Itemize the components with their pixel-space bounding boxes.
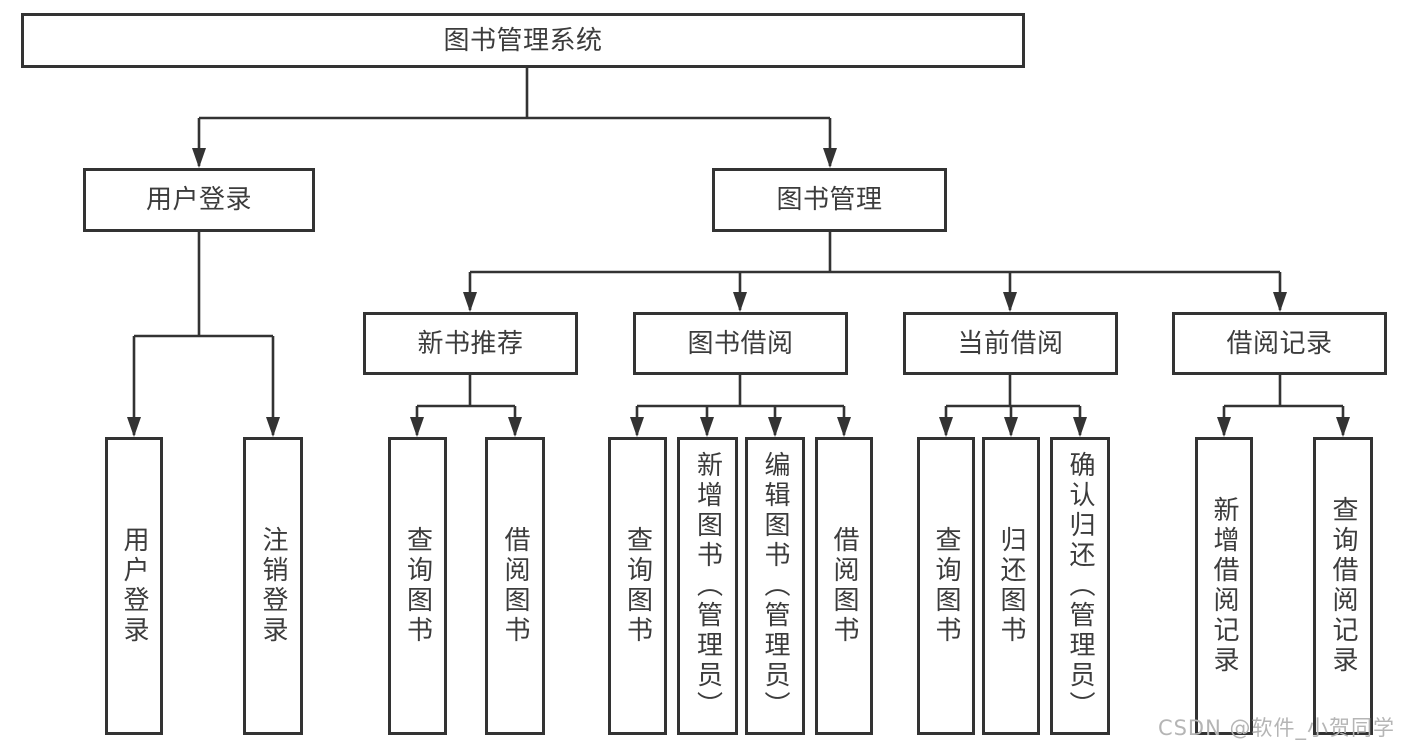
node-label: 编辑图书（管理员） xyxy=(760,451,790,721)
node-label: 查询图书 xyxy=(402,526,433,646)
arrow-down-icon xyxy=(266,417,280,437)
leaf-borrow-edit-book-admin: 编辑图书（管理员） xyxy=(745,437,805,735)
node-user-login: 用户登录 xyxy=(83,168,315,232)
leaf-borrow-query-book: 查询图书 xyxy=(608,437,667,735)
arrow-down-icon xyxy=(1073,417,1087,437)
node-new-book-recommendation: 新书推荐 xyxy=(363,312,578,375)
node-label: 查询借阅记录 xyxy=(1328,496,1358,676)
arrow-down-icon xyxy=(1273,292,1287,312)
leaf-current-query-book: 查询图书 xyxy=(917,437,975,735)
node-label: 用户登录 xyxy=(119,526,149,646)
node-book-management: 图书管理 xyxy=(712,168,947,232)
leaf-records-query-borrow-record: 查询借阅记录 xyxy=(1313,437,1373,735)
arrow-down-icon xyxy=(410,417,424,437)
connector-borrow-record-to-leaves xyxy=(1222,375,1345,435)
arrow-down-icon xyxy=(630,417,644,437)
arrow-down-icon xyxy=(733,292,747,312)
arrow-down-icon xyxy=(939,417,953,437)
node-label: 确认归还（管理员） xyxy=(1065,451,1095,721)
leaf-logout: 注销登录 xyxy=(243,437,303,735)
connector-new-book-to-leaves xyxy=(415,375,517,435)
node-label: 当前借阅 xyxy=(957,328,1064,359)
leaf-current-confirm-return-admin: 确认归还（管理员） xyxy=(1050,437,1110,735)
node-label: 查询图书 xyxy=(622,526,653,646)
connector-root-to-level2 xyxy=(197,68,832,166)
arrow-down-icon xyxy=(1217,417,1231,437)
node-label: 借阅图书 xyxy=(829,526,859,646)
node-label: 借阅图书 xyxy=(500,526,530,646)
node-borrowing-records: 借阅记录 xyxy=(1172,312,1387,375)
arrow-down-icon xyxy=(1336,417,1350,437)
connector-user-login-to-leaves xyxy=(132,232,275,435)
arrow-down-icon xyxy=(508,417,522,437)
csdn-watermark: CSDN @软件_小贺同学 xyxy=(1157,716,1395,740)
leaf-borrow-add-book-admin: 新增图书（管理员） xyxy=(677,437,738,735)
arrow-down-icon xyxy=(127,417,141,437)
arrow-down-icon xyxy=(768,417,782,437)
node-label: 新增图书（管理员） xyxy=(692,451,723,721)
node-label: 查询图书 xyxy=(931,526,961,646)
node-label: 新书推荐 xyxy=(417,328,524,359)
node-library-system: 图书管理系统 xyxy=(21,13,1025,68)
leaf-borrow-borrow-book: 借阅图书 xyxy=(815,437,873,735)
arrow-down-icon xyxy=(192,148,206,168)
leaf-newrec-borrow-book: 借阅图书 xyxy=(485,437,545,735)
arrow-down-icon xyxy=(1003,292,1017,312)
node-label: 图书管理系统 xyxy=(443,25,603,56)
leaf-user-login: 用户登录 xyxy=(105,437,163,735)
connector-book-borrow-to-leaves xyxy=(635,375,846,435)
node-label: 图书管理 xyxy=(776,185,883,215)
node-label: 注销登录 xyxy=(258,526,288,646)
arrow-down-icon xyxy=(837,417,851,437)
node-book-borrowing: 图书借阅 xyxy=(633,312,848,375)
node-current-borrowing: 当前借阅 xyxy=(903,312,1118,375)
leaf-current-return-book: 归还图书 xyxy=(982,437,1040,735)
arrow-down-icon xyxy=(463,292,477,312)
leaf-newrec-query-book: 查询图书 xyxy=(388,437,447,735)
node-label: 新增借阅记录 xyxy=(1209,496,1239,676)
leaf-records-add-borrow-record: 新增借阅记录 xyxy=(1195,437,1253,735)
arrow-down-icon xyxy=(700,417,714,437)
connector-book-mgmt-to-level3 xyxy=(468,232,1282,310)
arrow-down-icon xyxy=(823,148,837,168)
node-label: 归还图书 xyxy=(996,526,1026,646)
arrow-down-icon xyxy=(1004,417,1018,437)
node-label: 用户登录 xyxy=(145,185,252,215)
arrowhead-icons xyxy=(127,148,1350,437)
node-label: 图书借阅 xyxy=(687,328,794,359)
node-label: 借阅记录 xyxy=(1226,328,1333,359)
